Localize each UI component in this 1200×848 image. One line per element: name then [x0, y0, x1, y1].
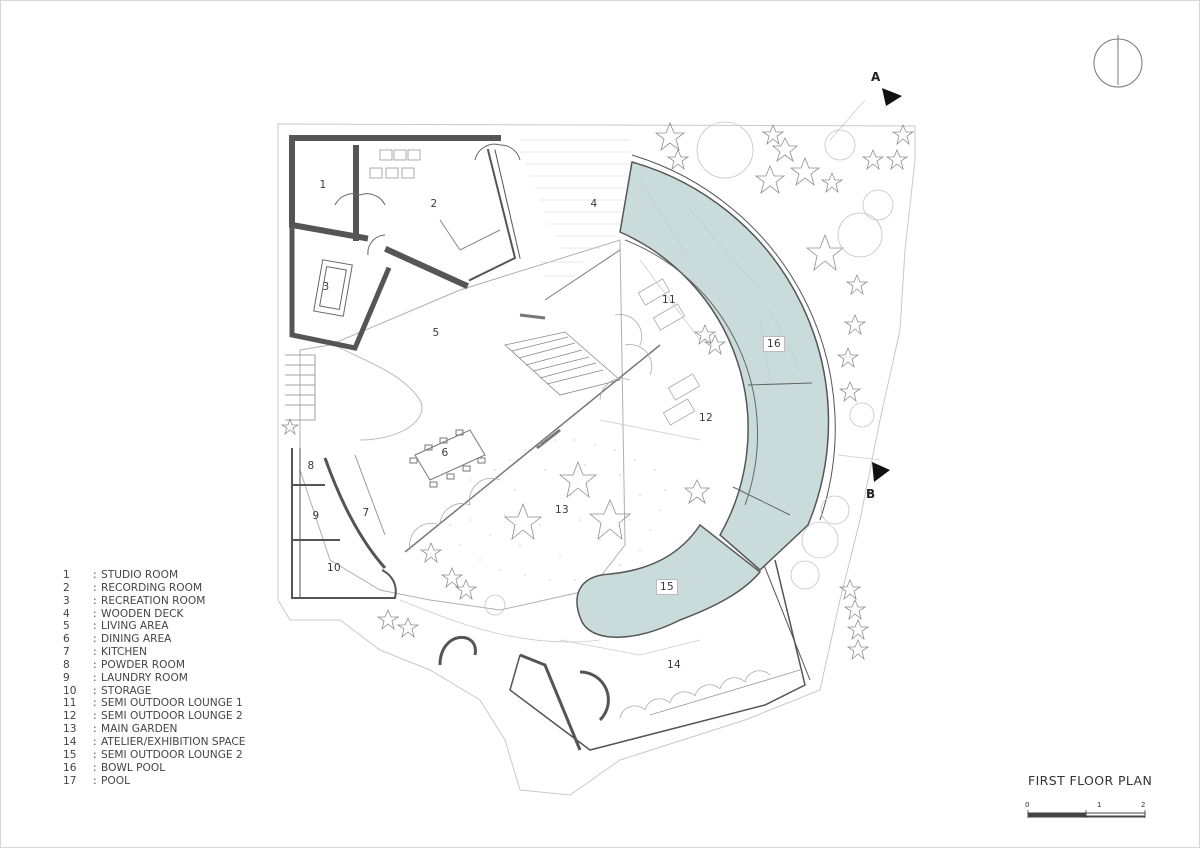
recording-desk — [439, 219, 501, 251]
doors — [334, 143, 521, 256]
wooden-deck — [520, 139, 630, 277]
legend-row: 17:POOL — [63, 774, 130, 787]
scale-bar — [1027, 810, 1146, 818]
section-a-label: A — [871, 70, 881, 84]
living-curve — [324, 339, 423, 441]
legend-row: 3:RECREATION ROOM — [63, 594, 206, 607]
main-garden-texture — [449, 439, 666, 581]
lounge-furniture — [599, 259, 701, 441]
stairs — [285, 331, 621, 421]
room-label-10: 10 — [327, 562, 341, 574]
legend-row: 14:ATELIER/EXHIBITION SPACE — [63, 735, 246, 748]
room-label-7: 7 — [362, 507, 370, 519]
legend-row: 9:LAUNDRY ROOM — [63, 671, 188, 684]
scale-tick-1: 1 — [1097, 801, 1102, 809]
room-label-6: 6 — [441, 447, 449, 459]
legend-row: 6:DINING AREA — [63, 633, 172, 646]
legend-row: 1:STUDIO ROOM — [63, 569, 179, 581]
room-label-13: 13 — [555, 504, 569, 516]
atelier-door-swings — [619, 670, 771, 719]
room-label-5: 5 — [432, 327, 440, 339]
room-label-3: 3 — [322, 281, 330, 293]
legend-row: 11:SEMI OUTDOOR LOUNGE 1 — [63, 697, 243, 710]
room-label-15: 15 — [656, 579, 678, 595]
legend-row: 10:STORAGE — [63, 684, 152, 697]
pool-dividers — [699, 382, 813, 573]
legend-row: 4:WOODEN DECK — [63, 607, 184, 620]
studio-block-walls — [289, 135, 521, 351]
room-label-9: 9 — [312, 510, 320, 522]
legend-row: 5:LIVING AREA — [63, 620, 169, 633]
building-outline — [299, 239, 626, 611]
facade-doors — [409, 314, 653, 551]
service-wing-walls — [291, 448, 397, 599]
room-legend: 1:STUDIO ROOM 2:RECORDING ROOM 3:RECREAT… — [63, 569, 245, 787]
room-label-11: 11 — [662, 294, 676, 306]
legend-row: 7:KITCHEN — [63, 646, 147, 659]
room-label-12: 12 — [699, 412, 713, 424]
glass-facade — [404, 249, 661, 553]
recreation-table — [313, 259, 353, 317]
pool-inner-edge — [624, 239, 759, 506]
room-label-16: 16 — [763, 336, 785, 352]
room-label-14: 14 — [667, 659, 681, 671]
drawing-title: FIRST FLOOR PLAN — [1028, 773, 1153, 788]
legend-row: 13:MAIN GARDEN — [63, 723, 178, 736]
scale-tick-2: 2 — [1141, 801, 1146, 809]
site-boundary — [277, 123, 916, 796]
dining-table — [409, 429, 486, 488]
atelier-walls — [438, 554, 811, 751]
legend-row: 2:RECORDING ROOM — [63, 581, 203, 594]
bowl-pool — [619, 161, 830, 572]
section-a-arrow — [882, 88, 902, 106]
legend-row: 12:SEMI OUTDOOR LOUNGE 2 — [63, 710, 243, 723]
scale-tick-0: 0 — [1025, 801, 1030, 809]
section-b-arrow — [872, 462, 890, 482]
room-label-2: 2 — [430, 198, 438, 210]
legend-row: 15:SEMI OUTDOOR LOUNGE 2 — [63, 748, 243, 761]
legend-row: 16:BOWL POOL — [63, 761, 166, 774]
room-label-1: 1 — [319, 179, 327, 191]
section-b-label: B — [866, 487, 876, 501]
vegetation — [280, 121, 915, 661]
legend-row: 8:POWDER ROOM — [63, 658, 185, 671]
pool-hatch — [639, 179, 801, 381]
landscape-lines — [399, 99, 881, 656]
equipment-row — [369, 149, 421, 179]
pool-outer-edge — [631, 154, 836, 521]
room-label-4: 4 — [590, 198, 598, 210]
room-label-8: 8 — [307, 460, 315, 472]
north-arrow — [1093, 35, 1143, 88]
